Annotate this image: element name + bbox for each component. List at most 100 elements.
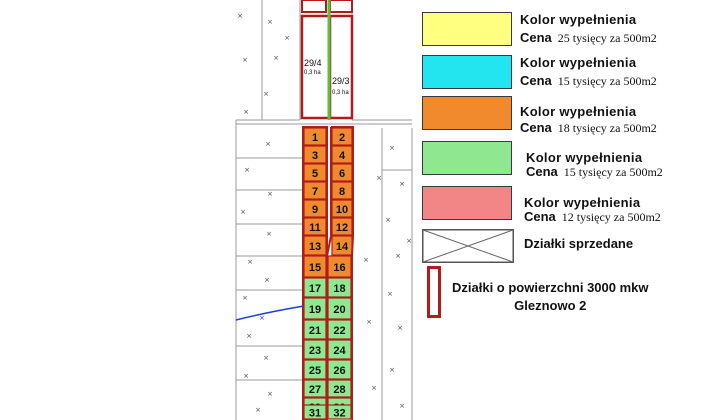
legend-swatch-cyan: [422, 55, 512, 89]
survey-marker: ×: [264, 276, 270, 284]
survey-marker: ×: [263, 90, 269, 98]
lot-number-26: 26: [333, 365, 345, 377]
lot-number-3: 3: [312, 150, 318, 162]
lot-number-1: 1: [312, 132, 318, 144]
lot-number-9: 9: [312, 204, 318, 216]
lot-number-13: 13: [309, 241, 321, 253]
survey-marker: ×: [265, 140, 271, 148]
survey-marker: ×: [237, 12, 243, 20]
lot-number-7: 7: [312, 186, 318, 198]
survey-marker: ×: [243, 108, 249, 116]
parcel-29-3-label: 29/3: [332, 76, 350, 86]
lot-number-24: 24: [333, 345, 346, 357]
legend-fill-label: Kolor wypełnienia: [524, 195, 641, 210]
legend-fill-label: Kolor wypełnienia: [520, 104, 637, 119]
survey-marker: ×: [387, 290, 393, 298]
legend-price-label: Cena: [524, 209, 556, 224]
lot-number-11: 11: [309, 222, 321, 234]
legend-price-label: Cena: [520, 30, 552, 45]
legend-swatch-pink: [422, 186, 512, 220]
legend-sold-label: Działki sprzedane: [524, 236, 634, 251]
legend-fill-label: Kolor wypełnienia: [520, 55, 637, 70]
survey-marker: ×: [399, 180, 405, 188]
lot-number-6: 6: [339, 168, 345, 180]
survey-marker: ×: [243, 372, 249, 380]
lot-number-18: 18: [333, 283, 345, 295]
survey-marker: ×: [244, 166, 250, 174]
lot-number-5: 5: [312, 168, 318, 180]
survey-marker: ×: [376, 174, 382, 182]
survey-markers: ××××××××××××××××××××××××××××××××××: [237, 12, 412, 414]
lot-number-16: 16: [333, 262, 345, 274]
survey-marker: ×: [389, 144, 395, 152]
legend-large-plots-line2: Gleznowo 2: [514, 298, 587, 313]
legend-price-label: Cena: [520, 73, 552, 88]
lot-number-31: 31: [309, 408, 321, 420]
survey-marker: ×: [385, 216, 391, 224]
legend-price-orange: 18 tysięcy za 500m2: [557, 121, 657, 135]
lot-number-21: 21: [309, 325, 321, 337]
survey-marker: ×: [267, 390, 273, 398]
legend-price-label: Cena: [520, 120, 552, 135]
survey-marker: ×: [399, 402, 405, 410]
legend-swatch-orange: [422, 96, 512, 130]
survey-marker: ×: [397, 324, 403, 332]
survey-marker: ×: [242, 294, 248, 302]
lot-number-32: 32: [333, 408, 345, 420]
survey-marker: ×: [371, 384, 377, 392]
survey-marker: ×: [266, 230, 272, 238]
parcel-29-3: [328, 14, 354, 120]
lot-number-17: 17: [309, 283, 321, 295]
lot-number-14: 14: [336, 241, 349, 253]
survey-marker: ×: [395, 252, 401, 260]
lot-number-27: 27: [309, 384, 321, 396]
lot-number-28: 28: [333, 384, 345, 396]
map-boundary-lines: [235, 0, 413, 420]
survey-marker: ×: [267, 190, 273, 198]
lot-number-20: 20: [333, 304, 345, 316]
survey-marker: ×: [246, 332, 252, 340]
lot-number-19: 19: [309, 304, 321, 316]
lot-number-15: 15: [309, 262, 321, 274]
lot-number-12: 12: [336, 222, 348, 234]
lot-number-22: 22: [333, 325, 345, 337]
lot-number-23: 23: [309, 345, 321, 357]
survey-marker: ×: [247, 258, 253, 266]
survey-marker: ×: [273, 54, 279, 62]
lot-number-4: 4: [339, 150, 346, 162]
red-outlined-rectangle-icon: [427, 266, 441, 318]
survey-marker: ×: [363, 256, 369, 264]
survey-marker: ×: [284, 34, 290, 42]
survey-marker: ×: [389, 366, 395, 374]
survey-marker: ×: [366, 318, 372, 326]
top-parcel-north-right: [329, 0, 353, 13]
survey-marker: ×: [255, 406, 261, 414]
legend-price-yellow: 25 tysięcy za 500m2: [557, 31, 657, 45]
legend-large-plots: Działki o powierzchni 3000 mkw Gleznowo …: [452, 279, 649, 315]
legend-price-cyan: 15 tysięcy za 500m2: [557, 74, 657, 88]
legend-price-green: 15 tysięcy za 500m2: [563, 165, 663, 179]
survey-marker: ×: [406, 237, 412, 245]
lots-right-column-outline: [326, 126, 354, 420]
top-parcel-north-left: [301, 0, 327, 13]
boundary-line: [235, 305, 305, 321]
lot-number-2: 2: [339, 132, 345, 144]
parcel-29-4-label: 29/4: [304, 58, 322, 68]
parcel-29-3-area: 0,3 ha: [332, 90, 349, 96]
legend-swatch-green: [422, 141, 512, 175]
legend-fill-label: Kolor wypełnienia: [520, 12, 637, 27]
legend-fill-label: Kolor wypełnienia: [526, 150, 643, 165]
lot-number-10: 10: [336, 204, 348, 216]
lot-number-8: 8: [339, 186, 345, 198]
legend-swatch-yellow: [422, 12, 512, 46]
legend-price-pink: 12 tysięcy za 500m2: [561, 210, 661, 224]
survey-marker: ×: [259, 314, 265, 322]
survey-marker: ×: [267, 18, 273, 26]
legend-large-plots-line1: Działki o powierzchni 3000 mkw: [452, 280, 649, 295]
survey-marker: ×: [263, 354, 269, 362]
legend-price-label: Cena: [526, 164, 558, 179]
